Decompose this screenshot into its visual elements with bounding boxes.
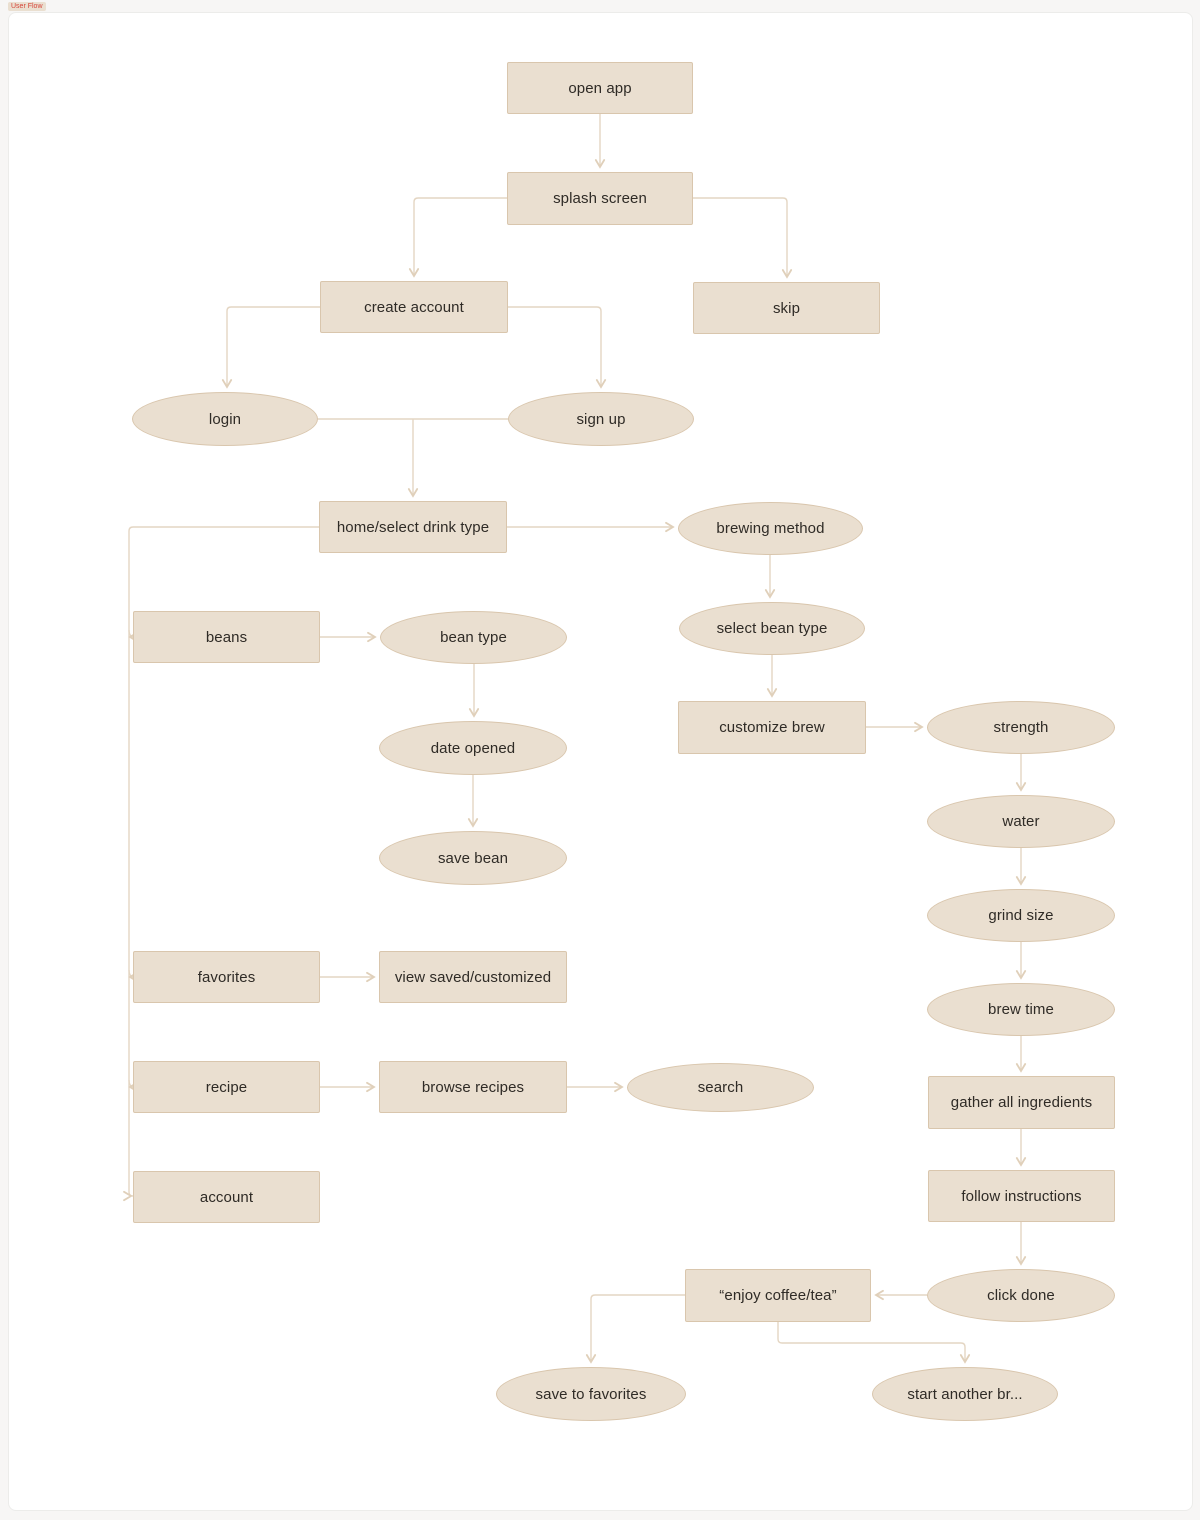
node-start-another-brew[interactable]: start another br... (872, 1367, 1058, 1421)
node-account[interactable]: account (133, 1171, 320, 1223)
node-enjoy-coffee-tea[interactable]: “enjoy coffee/tea” (685, 1269, 871, 1322)
connector-splash-skip (693, 197, 793, 279)
node-brewing-method[interactable]: brewing method (678, 502, 863, 555)
node-open-app[interactable]: open app (507, 62, 693, 114)
node-login[interactable]: login (132, 392, 318, 446)
node-date-opened[interactable]: date opened (379, 721, 567, 775)
node-splash-screen-label: splash screen (553, 190, 647, 207)
node-favorites[interactable]: favorites (133, 951, 320, 1003)
node-grind-size[interactable]: grind size (927, 889, 1115, 942)
node-save-to-favorites[interactable]: save to favorites (496, 1367, 686, 1421)
node-home-select-drink-type[interactable]: home/select drink type (319, 501, 507, 553)
node-account-label: account (199, 1188, 254, 1206)
node-save-bean[interactable]: save bean (379, 831, 567, 885)
node-bean-type-label: bean type (440, 629, 507, 646)
node-click-done[interactable]: click done (927, 1269, 1115, 1322)
node-follow-instructions-label: follow instructions (961, 1187, 1082, 1205)
node-bean-type[interactable]: bean type (380, 611, 567, 664)
node-splash-screen[interactable]: splash screen (507, 172, 693, 225)
node-open-app-label: open app (568, 79, 632, 97)
node-skip-label: skip (772, 299, 801, 317)
node-customize-brew[interactable]: customize brew (678, 701, 866, 754)
node-recipe[interactable]: recipe (133, 1061, 320, 1113)
node-follow-instructions[interactable]: follow instructions (928, 1170, 1115, 1222)
connector-createaccount-login (221, 306, 320, 389)
node-click-done-label: click done (987, 1287, 1055, 1304)
node-beans-label: beans (205, 628, 248, 646)
node-recipe-label: recipe (205, 1078, 248, 1096)
node-view-saved-customized[interactable]: view saved/customized (379, 951, 567, 1003)
node-brew-time[interactable]: brew time (927, 983, 1115, 1036)
frame-label[interactable]: User Flow (8, 2, 46, 11)
node-strength-label: strength (993, 719, 1049, 736)
node-select-bean-type[interactable]: select bean type (679, 602, 865, 655)
node-favorites-label: favorites (197, 968, 256, 986)
node-brew-time-label: brew time (988, 1001, 1054, 1018)
connector-enjoy-savetofavorites (585, 1294, 685, 1364)
node-customize-brew-label: customize brew (719, 719, 825, 736)
node-gather-all-ingredients-label: gather all ingredients (950, 1094, 1093, 1111)
node-grind-size-label: grind size (988, 907, 1054, 924)
node-select-bean-type-label: select bean type (716, 620, 828, 637)
node-gather-all-ingredients[interactable]: gather all ingredients (928, 1076, 1115, 1129)
node-home-select-drink-type-label: home/select drink type (336, 518, 490, 536)
node-search[interactable]: search (627, 1063, 814, 1112)
node-create-account[interactable]: create account (320, 281, 508, 333)
node-browse-recipes[interactable]: browse recipes (379, 1061, 567, 1113)
node-save-to-favorites-label: save to favorites (535, 1385, 647, 1403)
node-enjoy-coffee-tea-label: “enjoy coffee/tea” (719, 1287, 837, 1304)
connector-enjoy-startanother (777, 1322, 971, 1364)
node-login-label: login (208, 410, 242, 428)
node-skip[interactable]: skip (693, 282, 880, 334)
node-brewing-method-label: brewing method (716, 520, 825, 537)
node-sign-up-label: sign up (576, 410, 626, 428)
node-date-opened-label: date opened (430, 739, 516, 757)
node-water-label: water (1002, 813, 1040, 830)
node-start-another-brew-label: start another br... (907, 1385, 1023, 1403)
node-create-account-label: create account (364, 298, 464, 316)
node-browse-recipes-label: browse recipes (421, 1078, 525, 1096)
node-water[interactable]: water (927, 795, 1115, 848)
node-save-bean-label: save bean (437, 849, 509, 867)
node-strength[interactable]: strength (927, 701, 1115, 754)
node-search-label: search (697, 1079, 744, 1096)
node-view-saved-customized-label: view saved/customized (394, 968, 552, 986)
node-sign-up[interactable]: sign up (508, 392, 694, 446)
connector-createaccount-signup (508, 306, 607, 389)
node-beans[interactable]: beans (133, 611, 320, 663)
connector-splash-createaccount (408, 197, 507, 278)
